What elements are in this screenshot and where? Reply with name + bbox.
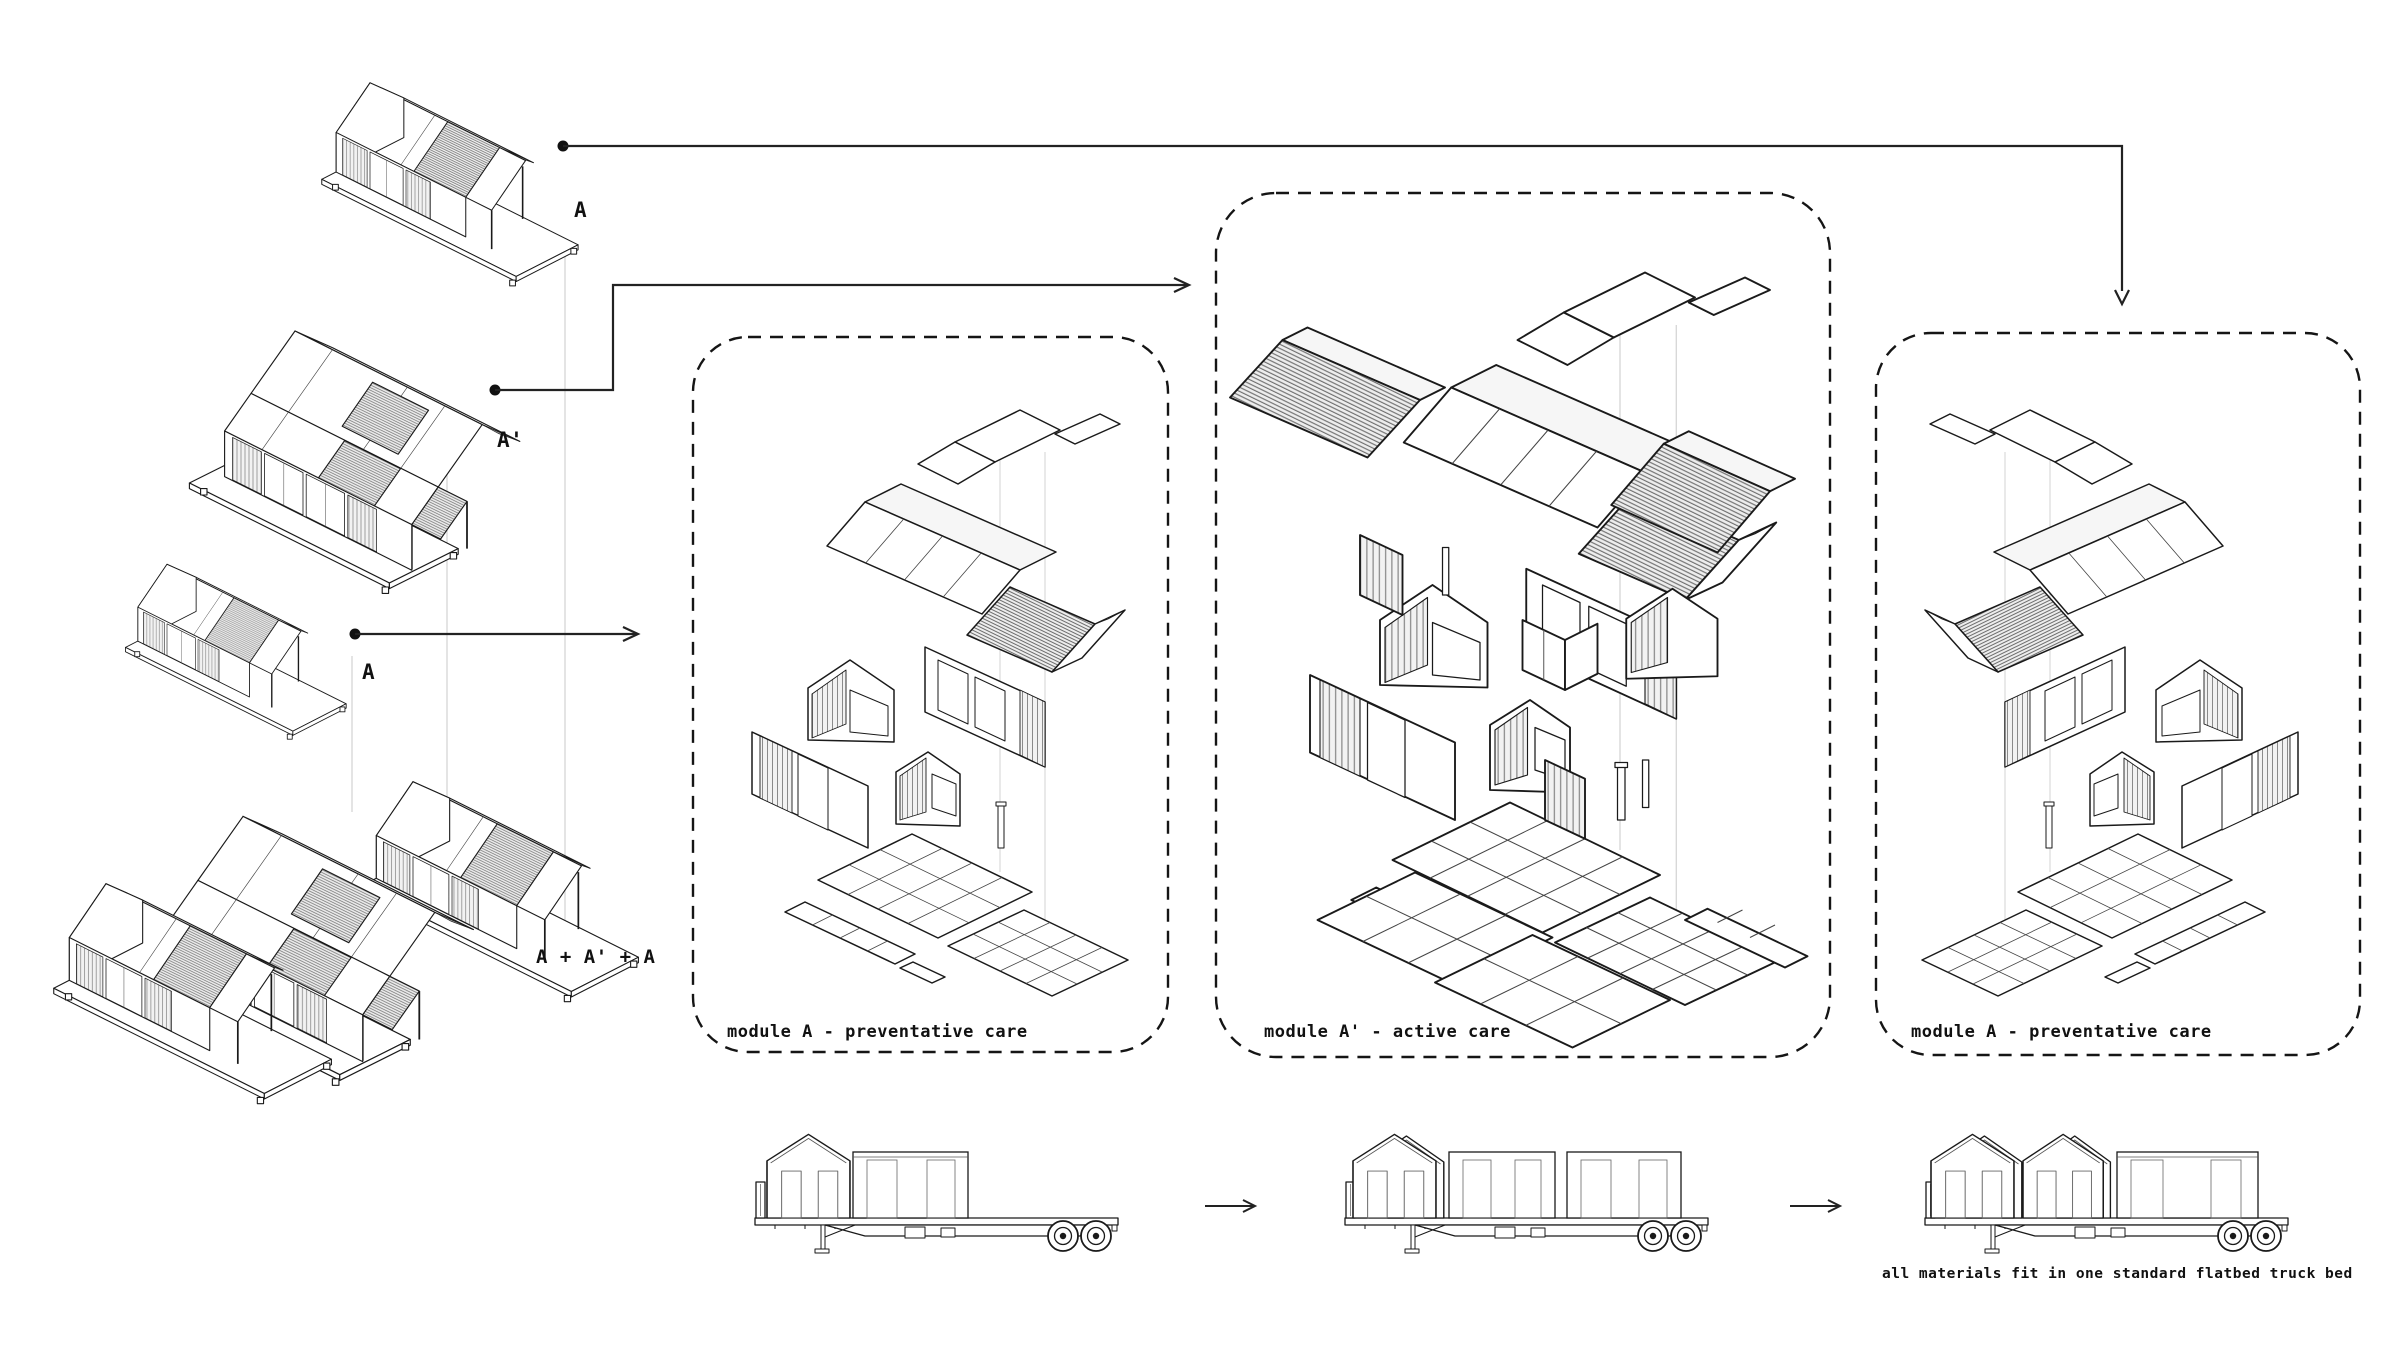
module-box-a-prime <box>1214 191 1832 1059</box>
exploded-module-a-prime <box>1229 271 1809 1049</box>
truck-1 <box>754 1133 1119 1254</box>
module-box-a-left <box>691 335 1170 1054</box>
module-a-right-label: module A - preventative care <box>1911 1022 2212 1042</box>
building-a-mid-label: A <box>362 660 376 684</box>
truck-arrow-1 <box>1205 1199 1258 1213</box>
truck-arrow-2 <box>1790 1199 1843 1213</box>
exploded-module-a-left <box>751 409 1129 997</box>
building-a-top-label: A <box>574 198 588 222</box>
building-combined <box>52 780 640 1105</box>
building-a-prime <box>188 330 521 595</box>
trucks-caption: all materials fit in one standard flatbe… <box>1882 1266 2353 1282</box>
exploded-module-a-right <box>1921 409 2299 997</box>
truck-3 <box>1924 1133 2289 1254</box>
module-boxes <box>691 191 2362 1059</box>
module-box-a-right <box>1874 331 2362 1057</box>
building-a-mid <box>124 563 347 740</box>
truck-2 <box>1344 1133 1709 1254</box>
building-combined-label: A + A' + A <box>536 946 656 968</box>
module-a-prime-label: module A' - active care <box>1264 1022 1511 1042</box>
connector-arrows <box>349 140 2130 642</box>
module-a-left-label: module A - preventative care <box>727 1022 1028 1042</box>
building-a-prime-label: A' <box>497 428 524 452</box>
building-a-top <box>320 82 579 287</box>
